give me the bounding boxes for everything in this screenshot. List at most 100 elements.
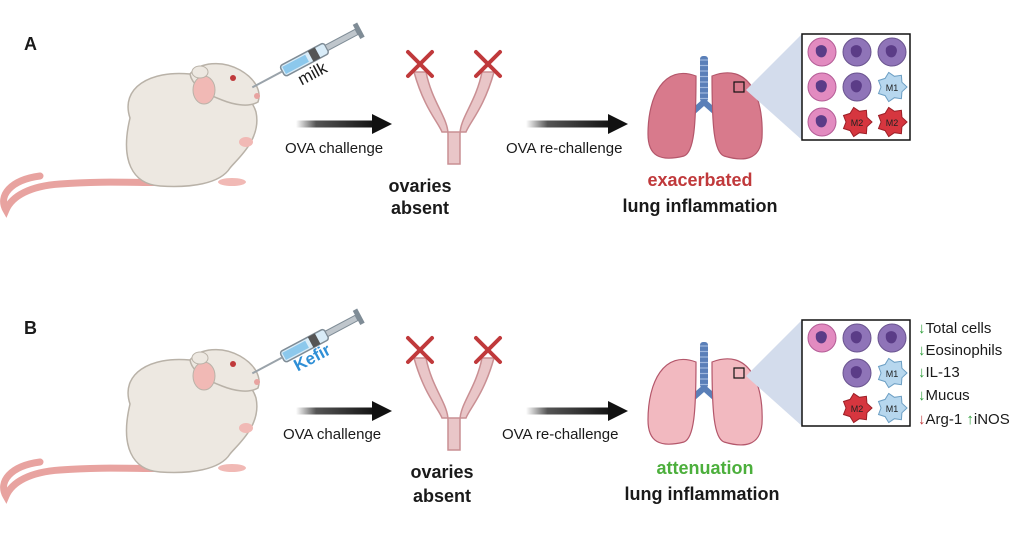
left-lung	[647, 72, 697, 159]
m1-cell-label: M1	[886, 369, 899, 379]
mouse-ear	[192, 361, 216, 391]
marker-total-cells: ↓Total cells	[918, 320, 991, 337]
nucleus	[850, 366, 862, 379]
cross-icon	[406, 50, 434, 78]
marker-eosinophils: ↓Eosinophils	[918, 342, 1002, 359]
panel-b-outcome-rest: lung inflammation	[624, 484, 780, 504]
syringe-band	[307, 333, 321, 348]
marker-il13: ↓IL-13	[918, 364, 960, 381]
m2-cell-label: M2	[886, 118, 899, 128]
mouse-eye	[230, 361, 236, 367]
flow-arrow-head	[608, 401, 628, 421]
marker-arg1-inos: ↓Arg-1 ↑iNOS	[918, 411, 1010, 428]
cross-icon	[406, 336, 434, 364]
mouse-foot	[218, 178, 246, 186]
marker-label: IL-13	[925, 364, 960, 381]
nucleus	[850, 331, 862, 344]
flow-arrow-shaft	[296, 407, 376, 415]
down-arrow-icon: ↓	[918, 320, 926, 337]
syringe-band	[307, 47, 321, 62]
nucleus	[815, 115, 827, 128]
mouse-nose	[254, 379, 260, 385]
m1-cell-label: M1	[886, 404, 899, 414]
cross-icon	[474, 50, 502, 78]
syringe-thumb	[352, 308, 365, 326]
panel-b-rechallenge-label: OVA re-challenge	[502, 426, 619, 443]
m1-cell-label: M1	[886, 83, 899, 93]
panel-a-outcome-word: exacerbated	[647, 170, 753, 190]
mouse-ear-back	[191, 65, 209, 79]
m2-macrophage	[842, 392, 873, 424]
syringe-needle	[251, 70, 283, 89]
down-arrow-icon: ↓	[918, 364, 926, 381]
panel-a-rechallenge-label: OVA re-challenge	[506, 140, 623, 157]
syringe-icon	[251, 22, 365, 89]
m2-cell-label: M2	[851, 118, 864, 128]
cross-icon	[474, 336, 502, 364]
syringe-plunger	[324, 28, 359, 52]
flow-arrow-head	[608, 114, 628, 134]
flow-arrow-head	[372, 114, 392, 134]
panel-a-ovaries-line1: ovaries	[388, 176, 452, 196]
panel-b-label: B	[24, 318, 37, 338]
left-lung	[647, 358, 697, 445]
mouse-foot	[218, 464, 246, 472]
marker-mucus: ↓Mucus	[918, 387, 970, 404]
syringe-needle	[251, 356, 283, 375]
m2-macrophage	[877, 106, 908, 138]
up-arrow-icon: ↑	[966, 411, 974, 428]
m2-cell-label: M2	[851, 404, 864, 414]
panel-a-outcome-rest: lung inflammation	[622, 196, 778, 216]
m1-macrophage	[877, 71, 908, 103]
panel-a-challenge-label: OVA challenge	[285, 140, 384, 157]
down-arrow-icon: ↓	[918, 411, 926, 428]
zoom-box	[733, 81, 745, 93]
mouse-ear	[192, 75, 216, 105]
marker-label: iNOS	[973, 411, 1010, 428]
mouse-eye	[230, 75, 236, 81]
uterus	[413, 357, 495, 451]
m1-macrophage	[877, 392, 908, 424]
flow-arrow-head	[372, 401, 392, 421]
flow-arrow-shaft	[526, 407, 612, 415]
nucleus	[885, 45, 897, 58]
nucleus	[815, 331, 827, 344]
syringe-thumb	[352, 22, 365, 40]
nucleus	[850, 45, 862, 58]
mouse-paw	[239, 423, 253, 433]
marker-label: Eosinophils	[925, 342, 1003, 359]
marker-label: Total cells	[925, 320, 992, 337]
nucleus	[885, 331, 897, 344]
flow-arrow-shaft	[296, 120, 376, 128]
right-lung	[711, 72, 763, 160]
panel-b-ovaries-line1: ovaries	[410, 462, 474, 482]
mouse-nose	[254, 93, 260, 99]
nucleus	[850, 80, 862, 93]
zoom-box	[733, 367, 745, 379]
flow-arrow-shaft	[526, 120, 612, 128]
zoom-cone	[746, 320, 802, 426]
m2-macrophage	[842, 106, 873, 138]
uterus	[413, 71, 495, 165]
panel-a-ovaries-line2: absent	[390, 198, 450, 218]
panel-b-challenge-label: OVA challenge	[283, 426, 382, 443]
panel-b-outcome-word: attenuation	[656, 458, 754, 478]
down-arrow-icon: ↓	[918, 342, 926, 359]
m1-macrophage	[877, 357, 908, 389]
marker-label: Mucus	[925, 387, 970, 404]
zoom-cone	[746, 34, 802, 140]
nucleus	[815, 45, 827, 58]
nucleus	[815, 80, 827, 93]
trachea	[700, 342, 708, 388]
syringe-icon	[251, 308, 365, 375]
panel-a-label: A	[24, 34, 37, 54]
mouse-paw	[239, 137, 253, 147]
panel-b-ovaries-line2: absent	[412, 486, 472, 506]
syringe-fluid	[282, 54, 309, 74]
mouse-tail	[0, 172, 189, 218]
trachea	[700, 56, 708, 102]
